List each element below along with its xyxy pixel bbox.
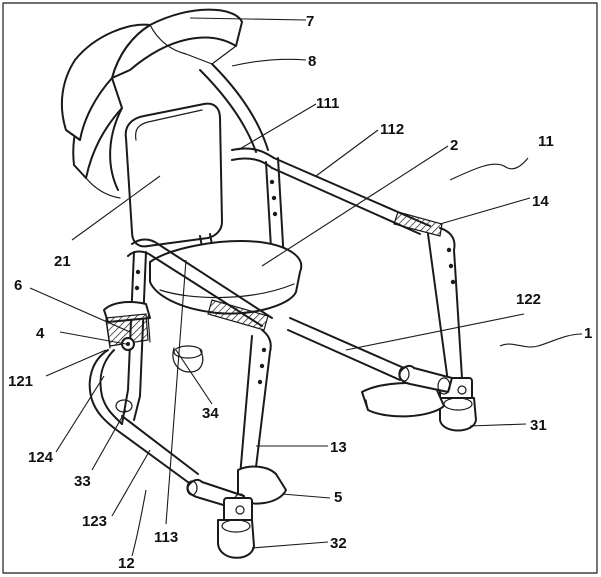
label-33: 33 (74, 473, 91, 490)
canopy-arm (109, 63, 269, 191)
label-124: 124 (28, 449, 54, 466)
label-123: 123 (82, 513, 107, 530)
front-caster (217, 497, 255, 559)
label-21: 21 (54, 253, 71, 270)
lower-strut (289, 317, 405, 369)
rear-support (88, 301, 204, 489)
label-111: 111 (316, 95, 339, 112)
label-34: 34 (202, 405, 219, 422)
label-121: 121 (8, 373, 33, 390)
hatched-joint-right (393, 211, 443, 237)
leader-lines (29, 17, 583, 557)
right-footrest (361, 364, 453, 418)
label-6: 6 (14, 277, 22, 294)
label-11: 11 (538, 133, 554, 150)
label-113: 113 (154, 529, 178, 546)
label-13: 13 (330, 439, 347, 456)
label-4: 4 (36, 325, 45, 342)
label-5: 5 (334, 489, 342, 506)
label-8: 8 (308, 53, 316, 70)
label-112: 112 (380, 121, 404, 138)
right-leg (427, 227, 477, 432)
seat-back (124, 102, 223, 259)
label-31: 31 (530, 417, 547, 434)
label-12: 12 (118, 555, 135, 572)
label-32: 32 (330, 535, 347, 552)
reference-labels: 7 8 111 112 2 11 14 21 6 122 1 4 121 34 … (8, 13, 592, 572)
lower-strut-inner (287, 329, 401, 381)
label-1: 1 (584, 325, 592, 342)
label-14: 14 (532, 193, 549, 210)
label-122: 122 (516, 291, 541, 308)
canopy (60, 8, 243, 199)
hatched-joint-front (207, 299, 269, 331)
seat (149, 240, 303, 315)
label-7: 7 (306, 13, 314, 30)
label-2: 2 (450, 137, 458, 154)
